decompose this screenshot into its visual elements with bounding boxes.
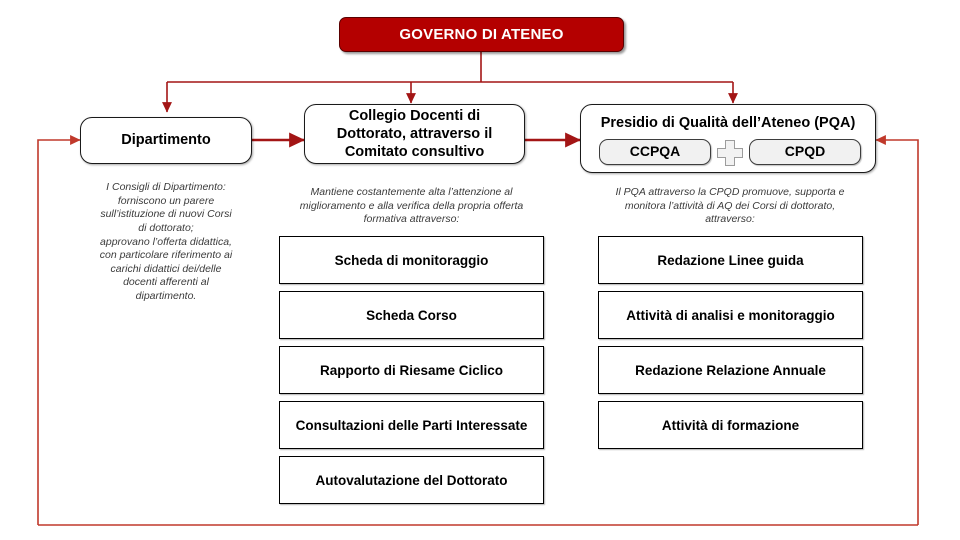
governo-di-ateneo-box[interactable]: GOVERNO DI ATENEO <box>339 17 624 52</box>
dipartimento-label: Dipartimento <box>121 132 211 149</box>
pqa-unit-ccpqa-label: CCPQA <box>629 143 681 160</box>
dipartimento-box[interactable]: Dipartimento <box>80 117 252 164</box>
pqa-item-3-label: Attività di formazione <box>661 417 800 433</box>
pqa-caption: Il PQA attraverso la CPQD promuove, supp… <box>615 186 845 226</box>
collegio-item-0-label: Scheda di monitoraggio <box>334 252 489 268</box>
collegio-item-2-label: Rapporto di Riesame Ciclico <box>319 362 504 378</box>
collegio-item-4-label: Autovalutazione del Dottorato <box>315 472 508 488</box>
connector-governo-trunk <box>167 52 733 83</box>
pqa-item-0[interactable]: Redazione Linee guida <box>598 236 863 284</box>
collegio-item-1[interactable]: Scheda Corso <box>279 291 544 339</box>
pqa-item-1[interactable]: Attività di analisi e monitoraggio <box>598 291 863 339</box>
collegio-item-4[interactable]: Autovalutazione del Dottorato <box>279 456 544 504</box>
collegio-item-3[interactable]: Consultazioni delle Parti Interessate <box>279 401 544 449</box>
pqa-title-label: Presidio di Qualità dell’Ateneo (PQA) <box>600 115 856 131</box>
plus-icon <box>717 140 743 166</box>
pqa-item-1-label: Attività di analisi e monitoraggio <box>626 307 835 323</box>
collegio-item-2[interactable]: Rapporto di Riesame Ciclico <box>279 346 544 394</box>
pqa-item-2-label: Redazione Relazione Annuale <box>635 362 826 378</box>
governo-di-ateneo-label: GOVERNO DI ATENEO <box>399 26 564 43</box>
collegio-title-line-2: Dottorato, attraverso il <box>336 125 493 142</box>
collegio-title-line-3: Comitato consultivo <box>344 144 485 161</box>
collegio-docenti-caption: Mantiene costantemente alta l’attenzione… <box>299 186 524 226</box>
collegio-title-line-1: Collegio Docenti di <box>348 107 481 124</box>
pqa-unit-cpqd-label: CPQD <box>784 143 826 160</box>
pqa-unit-cpqd[interactable]: CPQD <box>749 139 861 165</box>
pqa-item-2[interactable]: Redazione Relazione Annuale <box>598 346 863 394</box>
pqa-item-3[interactable]: Attività di formazione <box>598 401 863 449</box>
pqa-box[interactable]: Presidio di Qualità dell’Ateneo (PQA) CC… <box>580 104 876 173</box>
collegio-item-0[interactable]: Scheda di monitoraggio <box>279 236 544 284</box>
dipartimento-caption: I Consigli di Dipartimento: forniscono u… <box>99 181 233 303</box>
pqa-unit-ccpqa[interactable]: CCPQA <box>599 139 711 165</box>
collegio-item-1-label: Scheda Corso <box>366 307 457 323</box>
collegio-item-3-label: Consultazioni delle Parti Interessate <box>295 417 528 433</box>
collegio-docenti-box[interactable]: Collegio Docenti di Dottorato, attravers… <box>304 104 525 164</box>
collegio-docenti-label: Collegio Docenti di Dottorato, attravers… <box>329 107 501 161</box>
pqa-item-0-label: Redazione Linee guida <box>657 252 804 268</box>
